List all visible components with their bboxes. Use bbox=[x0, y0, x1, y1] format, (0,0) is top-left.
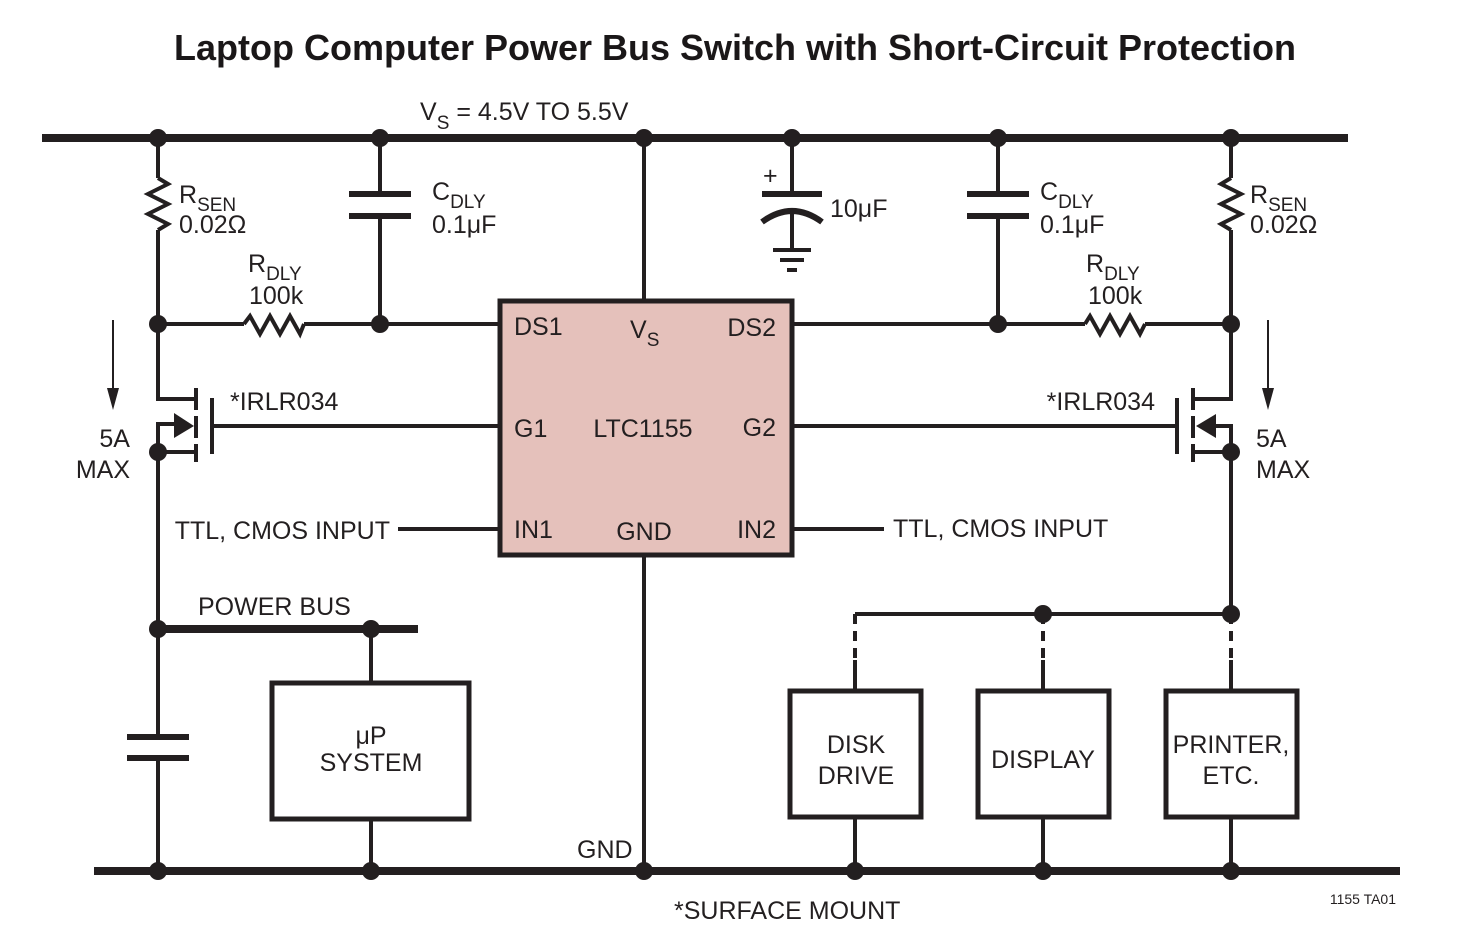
pin-in1: IN1 bbox=[514, 516, 553, 544]
left-delay-capacitor: CDLY 0.1μF bbox=[349, 138, 496, 324]
right-cdly-name: CDLY bbox=[1040, 178, 1094, 213]
right-rsen-value: 0.02Ω bbox=[1250, 211, 1317, 239]
left-sense-resistor: RSEN 0.02Ω bbox=[143, 138, 246, 324]
diagram-title: Laptop Computer Power Bus Switch with Sh… bbox=[174, 27, 1296, 68]
pin-g2: G2 bbox=[743, 414, 776, 442]
left-mosfet-part: *IRLR034 bbox=[230, 388, 338, 416]
pin-in2: IN2 bbox=[737, 516, 776, 544]
printer-line1: PRINTER, bbox=[1173, 731, 1290, 759]
left-rdly-value: 100k bbox=[249, 282, 304, 310]
disk-drive-line1: DISK bbox=[827, 731, 886, 759]
pin-gnd: GND bbox=[616, 518, 672, 546]
footnote: *SURFACE MOUNT bbox=[674, 897, 900, 925]
left-delay-resistor: RDLY 100k bbox=[158, 250, 500, 339]
right-rsen-name: RSEN bbox=[1250, 181, 1307, 216]
right-rdly-value: 100k bbox=[1088, 282, 1143, 310]
right-mosfet-part: *IRLR034 bbox=[1047, 388, 1155, 416]
pin-vs: VS bbox=[630, 316, 659, 351]
down-arrow-icon bbox=[1262, 388, 1274, 410]
right-cdly-value: 0.1μF bbox=[1040, 211, 1104, 239]
right-current-max: MAX bbox=[1256, 456, 1311, 484]
left-current-value: 5A bbox=[99, 425, 130, 453]
left-current-indicator: 5A MAX bbox=[76, 320, 131, 484]
left-cdly-value: 0.1μF bbox=[432, 211, 496, 239]
down-arrow-icon bbox=[107, 388, 119, 410]
right-current-value: 5A bbox=[1256, 425, 1287, 453]
display-label: DISPLAY bbox=[991, 746, 1095, 774]
left-channel: RSEN 0.02Ω CDLY 0.1μF RDLY 100k bbox=[76, 138, 500, 871]
disk-drive-line2: DRIVE bbox=[818, 762, 894, 790]
left-current-max: MAX bbox=[76, 456, 131, 484]
pin-ds1: DS1 bbox=[514, 313, 563, 341]
up-system-line1: μP bbox=[355, 722, 386, 750]
right-delay-capacitor: CDLY 0.1μF bbox=[967, 138, 1104, 324]
right-channel: CDLY 0.1μF RSEN 0.02Ω RDLY 100k bbox=[787, 138, 1317, 871]
ground-rail: GND bbox=[94, 836, 1400, 875]
ground-label: GND bbox=[577, 836, 633, 864]
right-mosfet: *IRLR034 bbox=[792, 324, 1233, 462]
left-mosfet: *IRLR034 bbox=[156, 324, 500, 462]
bulk-capacitor: + 10μF bbox=[760, 138, 887, 272]
left-rdly-name: RDLY bbox=[248, 250, 302, 285]
right-input-label: TTL, CMOS INPUT bbox=[893, 515, 1108, 543]
bulk-cap-polarity: + bbox=[763, 162, 778, 190]
supply-rail: VS = 4.5V TO 5.5V bbox=[42, 98, 1348, 142]
left-rsen-value: 0.02Ω bbox=[179, 211, 246, 239]
disk-drive-block bbox=[787, 688, 924, 820]
bulk-cap-value: 10μF bbox=[830, 195, 887, 223]
left-cdly-name: CDLY bbox=[432, 178, 486, 213]
right-current-indicator: 5A MAX bbox=[1256, 320, 1311, 484]
ic-part-number: LTC1155 bbox=[593, 415, 692, 443]
printer-line2: ETC. bbox=[1203, 762, 1260, 790]
supply-voltage-label: VS = 4.5V TO 5.5V bbox=[420, 98, 629, 134]
figure-id: 1155 TA01 bbox=[1330, 891, 1396, 907]
left-rsen-name: RSEN bbox=[179, 181, 236, 216]
printer-block bbox=[1163, 688, 1300, 820]
up-system-line2: SYSTEM bbox=[320, 749, 423, 777]
pin-g1: G1 bbox=[514, 415, 547, 443]
left-input-label: TTL, CMOS INPUT bbox=[175, 517, 390, 545]
right-sense-resistor: RSEN 0.02Ω bbox=[1216, 138, 1317, 324]
pin-ds2: DS2 bbox=[727, 314, 776, 342]
right-rdly-name: RDLY bbox=[1086, 250, 1140, 285]
ltc1155-ic: DS1 VS DS2 G1 LTC1155 G2 IN1 GND IN2 bbox=[497, 138, 795, 871]
junction-dots bbox=[149, 129, 1240, 880]
right-delay-resistor: RDLY 100k bbox=[792, 250, 1231, 339]
power-bus-label: POWER BUS bbox=[198, 593, 351, 621]
microprocessor-system-block bbox=[269, 680, 472, 822]
